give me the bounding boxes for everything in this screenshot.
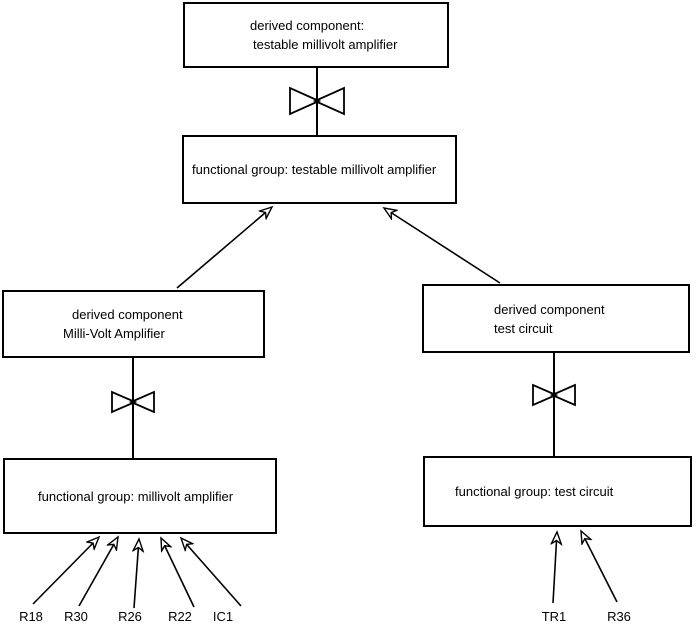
bowtie-icon [532,383,576,407]
edge-tr1-to-fg-test [553,532,557,604]
component-label-r30: R30 [64,609,88,624]
component-label-r22: R22 [168,609,192,624]
component-label-r26: R26 [118,609,142,624]
node-derived-millivolt-amplifier: derived component Milli-Volt Amplifier [2,290,265,358]
node-label-line2: test circuit [494,320,553,336]
edge-left-derived-to-fg-testable [176,207,272,289]
component-label-r36: R36 [607,609,631,624]
node-fg-testable-millivolt-amplifier: functional group: testable millivolt amp… [182,135,457,204]
component-label-tr1: TR1 [541,609,567,624]
node-fg-test-circuit: functional group: test circuit [423,456,692,527]
edge-r18-to-fg-millivolt [32,537,99,605]
edge-right-derived-to-fg-testable [384,208,501,284]
node-label-line1: derived component [494,301,605,317]
node-label-line2: Milli-Volt Amplifier [63,326,165,341]
edge-r36-to-fg-test [581,531,618,603]
edge-ic1-to-fg-millivolt [181,538,242,607]
edge-r22-to-fg-millivolt [161,538,195,608]
component-label-r18: R18 [19,609,43,624]
node-label: functional group: millivolt amplifier [38,488,234,504]
edge-r26-to-fg-millivolt [134,539,139,609]
bowtie-icon [111,390,155,414]
node-label: functional group: testable millivolt amp… [192,162,437,177]
node-derived-testable-millivolt-amplifier: derived component: testable millivolt am… [183,2,449,68]
bowtie-icon [289,86,345,116]
node-label-line1: derived component: [250,18,365,33]
node-label-line1: derived component [72,307,183,322]
node-derived-test-circuit: derived component test circuit [422,284,690,353]
component-label-ic1: IC1 [212,609,234,624]
node-fg-millivolt-amplifier: functional group: millivolt amplifier [3,458,277,534]
node-label: functional group: test circuit [455,484,614,499]
edge-r30-to-fg-millivolt [78,537,118,607]
node-label-line2: testable millivolt amplifier [253,37,398,52]
